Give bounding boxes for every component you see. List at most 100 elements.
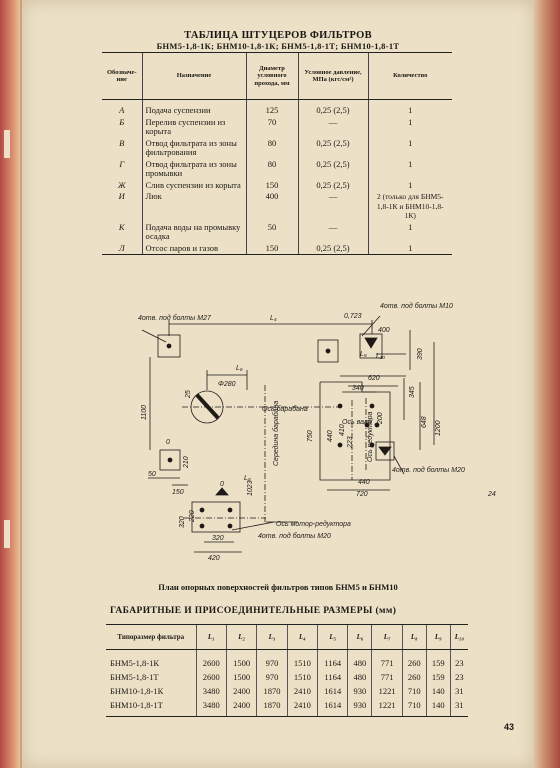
- fittings-table-header: Обозначе-ние Назначение Диаметр условног…: [102, 52, 452, 100]
- table-row: И Люк 400 — 2 (только для БНМ5-1,8-1К и …: [102, 191, 452, 222]
- fittings-table-subtitle: БНМ5-1,8-1К; БНМ10-1,8-1К; БНМ5-1,8-1Т; …: [156, 41, 400, 51]
- cell: БНМ5-1,8-1К: [110, 658, 160, 668]
- cell: 1500: [225, 649, 257, 670]
- cell: 2410: [286, 698, 318, 717]
- support-pad: [375, 441, 395, 461]
- cell: А: [119, 105, 125, 115]
- label-l10: L₁₀: [376, 353, 385, 360]
- dim-345: 345: [409, 386, 416, 398]
- cell: 260: [401, 649, 427, 670]
- label-drum-middle: Середина барабана: [272, 401, 280, 466]
- cell: —: [297, 116, 368, 138]
- cell: 1164: [317, 670, 348, 684]
- dim-420: 420: [208, 555, 220, 562]
- cell: БНМ10-1,8-1Т: [106, 698, 196, 717]
- label-holes-m27: 4отв. под болты М27: [138, 314, 212, 322]
- table-row: БНМ10-1,8-1Т 3480 2400 1870 2410 1614 93…: [106, 698, 468, 717]
- dim-0723: 0,723: [344, 313, 362, 320]
- cell: 1: [367, 137, 452, 159]
- dim-50: 50: [148, 471, 156, 478]
- cell: 480: [347, 670, 372, 684]
- cell: 50: [245, 221, 298, 243]
- cell: Люк: [141, 191, 246, 222]
- cell: 400: [245, 191, 298, 222]
- cell: Ж: [117, 179, 126, 190]
- col-header: Типоразмер фильтра: [106, 624, 196, 650]
- cell: 1: [367, 242, 452, 255]
- dim-0-top: 0: [166, 439, 170, 446]
- dim-320-horiz: 320: [212, 535, 224, 542]
- dim-25: 25: [185, 390, 192, 399]
- cell: 1221: [371, 684, 403, 698]
- cell: Подача воды на промывку осадка: [141, 221, 246, 243]
- dim-24: 24: [487, 491, 496, 498]
- dim-648: 648: [421, 416, 428, 428]
- support-pad: [159, 449, 181, 471]
- motor-pad: [191, 501, 241, 533]
- cell: 1: [367, 179, 452, 191]
- table-row: Б Перелив суспензии из корыта 70 — 1: [102, 116, 452, 138]
- cell: В: [119, 137, 125, 148]
- cell: Отвод фильтрата из зоны промывки: [141, 158, 246, 180]
- col-header: Условное давление, МПа (кгс/см²): [297, 52, 368, 100]
- cell: 1: [367, 158, 452, 180]
- cell: БНМ10-1,8-1К: [110, 686, 164, 696]
- label-holes-m20-right: 4отв. под болты М20: [392, 466, 465, 474]
- cell: 0,25 (2,5): [297, 179, 368, 191]
- cell: 2410: [286, 684, 318, 698]
- col-header: Обозначе-ние: [102, 52, 142, 100]
- foundation-plan-drawing: 4отв. под болты М27 L₄ 4отв. под болты М…: [138, 302, 496, 562]
- dim-750: 750: [307, 430, 314, 442]
- cell: 1164: [317, 649, 348, 670]
- table-row: БНМ5-1,8-1К 2600 1500 970 1510 1164 480 …: [106, 649, 468, 670]
- cell: 1: [367, 116, 452, 138]
- cell: 150: [245, 179, 298, 191]
- label-l6: L₆: [236, 365, 243, 372]
- cell: 771: [371, 670, 403, 684]
- dim-340: 340: [352, 385, 364, 392]
- table-row: Л Отсос паров и газов 150 0,25 (2,5) 1: [102, 242, 452, 255]
- cell: 710: [401, 698, 427, 717]
- cell: 1: [367, 221, 452, 243]
- col-header: L₆: [347, 624, 372, 650]
- adjacent-page-edge-right: [530, 0, 560, 768]
- cell: Подача суспензии: [141, 99, 246, 117]
- table-row: Ж Слив суспензии из корыта 150 0,25 (2,5…: [102, 179, 452, 191]
- cell: 970: [256, 649, 288, 670]
- dim-223: 223: [347, 436, 354, 449]
- cell: 2400: [225, 698, 257, 717]
- cell: 0,25 (2,5): [297, 242, 368, 255]
- cell: 125: [245, 99, 298, 117]
- cell: 2 (только для БНМ5-1,8-1К и БНМ10-1,8-1К…: [367, 191, 452, 222]
- cell: Г: [119, 158, 125, 169]
- cell: 3480: [195, 684, 227, 698]
- cell: 80: [245, 137, 298, 159]
- support-pad: [359, 333, 383, 359]
- label-axis-reducer: Ось редуктора: [366, 412, 374, 462]
- cell: Л: [102, 242, 142, 255]
- cell: К: [118, 221, 125, 232]
- col-header: L₄: [286, 624, 318, 650]
- col-header: L₉: [425, 624, 451, 650]
- cell: 2400: [225, 684, 257, 698]
- cell: 0,25 (2,5): [297, 137, 368, 159]
- cell: 970: [256, 670, 288, 684]
- cell: И: [118, 191, 125, 201]
- label-axis-shaft: Ось вала: [342, 419, 372, 426]
- cell: 80: [245, 158, 298, 180]
- cell: 260: [401, 670, 427, 684]
- cell: Отсос паров и газов: [141, 242, 246, 255]
- cell: 2600: [195, 649, 227, 670]
- col-header: Количество: [367, 52, 452, 100]
- label-l8: L₈: [244, 475, 251, 482]
- cell: 930: [347, 698, 372, 717]
- cell: —: [297, 221, 368, 243]
- label-l4: L₄: [270, 315, 277, 322]
- dim-0-bottom: 0: [220, 481, 224, 488]
- dim-200: 200: [377, 412, 384, 425]
- cell: Перелив суспензии из корыта: [141, 116, 246, 138]
- cell: 23: [449, 670, 468, 684]
- table-row: БНМ10-1,8-1К 3480 2400 1870 2410 1614 93…: [106, 684, 468, 698]
- cell: 1614: [317, 684, 348, 698]
- cell: 150: [245, 242, 298, 255]
